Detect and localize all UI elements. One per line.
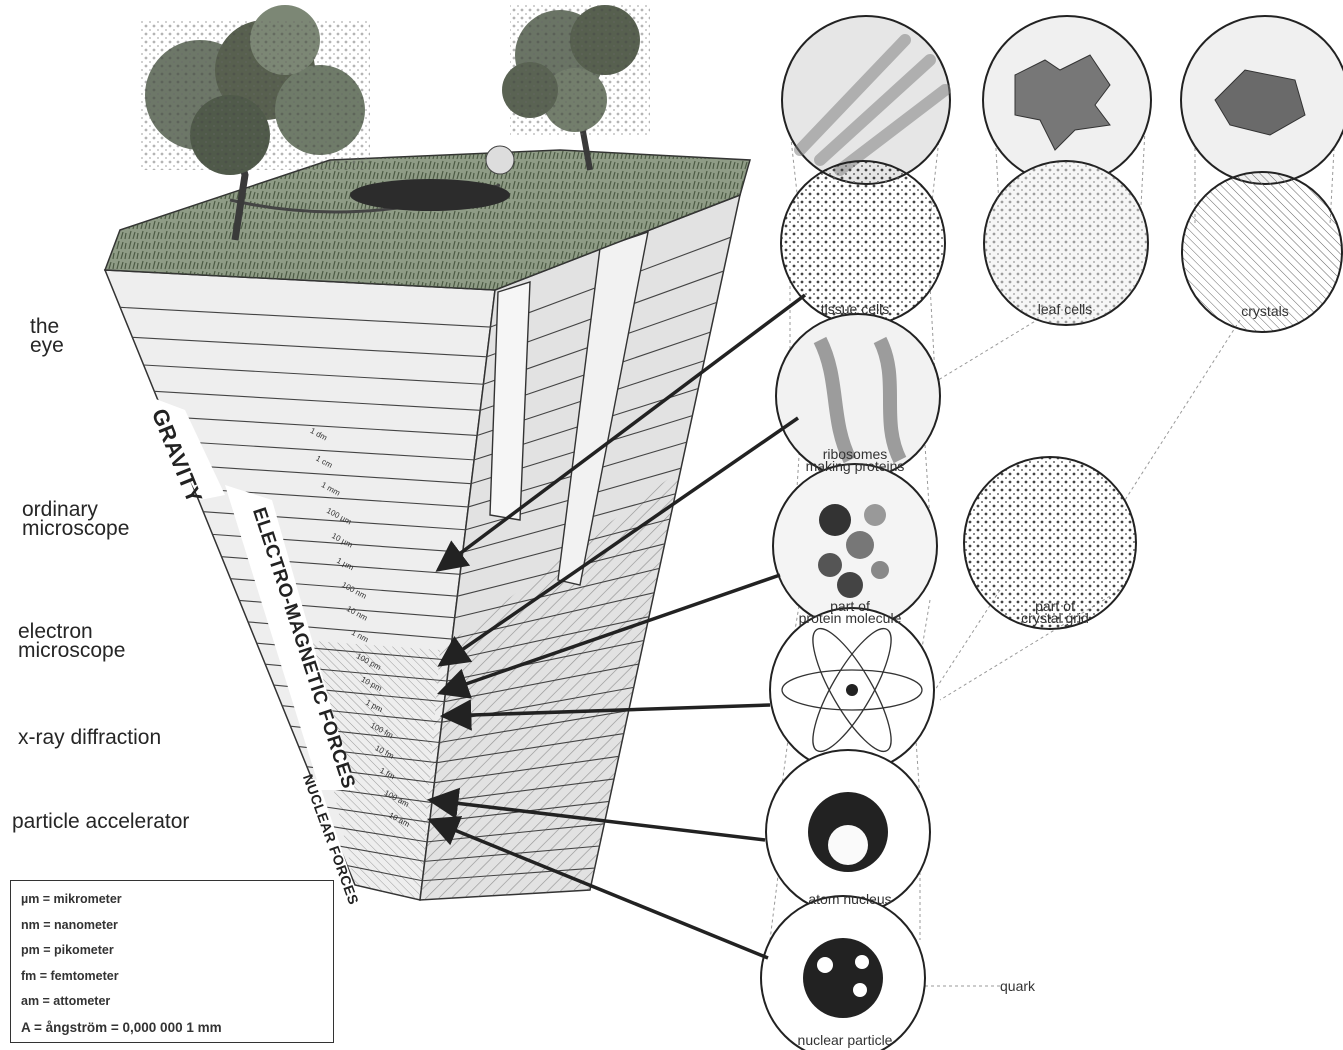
caption-quark: quark	[1000, 980, 1070, 992]
specimen-crystal	[1181, 16, 1343, 184]
level-xray-diffraction: x-ray diffraction	[18, 728, 161, 747]
caption-tissue-cells: tissue cells	[790, 303, 920, 315]
person	[350, 179, 510, 211]
tree-right	[502, 5, 650, 170]
caption-atom-nucleus: atom nucleus	[775, 893, 925, 905]
caption-crystals: crystals	[1200, 305, 1330, 317]
caption-leaf-cells: leaf cells	[1000, 303, 1130, 315]
specimen-atom	[770, 608, 934, 772]
legend-row: am = attometer	[21, 989, 323, 1015]
legend-row: nm = nanometer	[21, 913, 323, 939]
specimen-leaf	[983, 16, 1151, 184]
legend-row: A = ångström = 0,000 000 1 mm	[21, 1015, 323, 1041]
legend-row: µm = mikrometer	[21, 887, 323, 913]
units-legend: µm = mikrometer nm = nanometer pm = piko…	[10, 880, 334, 1043]
level-particle-accelerator: particle accelerator	[12, 812, 189, 831]
specimen-fingers	[782, 16, 950, 184]
specimen-nuclear-particle	[761, 896, 925, 1050]
legend-row: fm = femtometer	[21, 964, 323, 990]
caption-nuclear-particle: nuclear particle	[770, 1034, 920, 1046]
specimen-atom-nucleus	[766, 750, 930, 914]
legend-row: pm = pikometer	[21, 938, 323, 964]
